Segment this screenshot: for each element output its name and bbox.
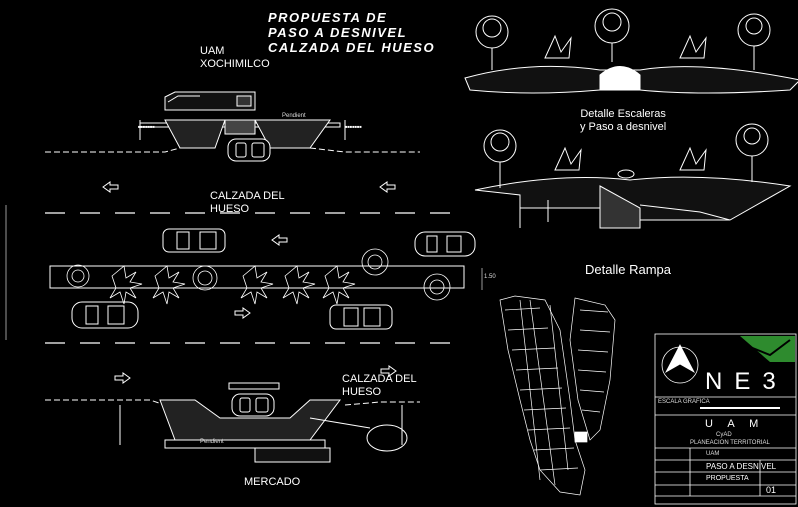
- label-calzada-bottom: CALZADA DEL HUESO: [342, 373, 417, 399]
- title-block-sheet: 01: [766, 485, 777, 495]
- title-block-project: PASO A DESNIVEL: [706, 462, 777, 471]
- label-mercado: MERCADO: [244, 476, 301, 488]
- median-strip: [5, 205, 483, 340]
- label-pendiente-bottom: Pendient: [200, 439, 224, 445]
- label-uam-xochimilco: UAM XOCHIMILCO: [200, 45, 270, 71]
- title-block-planeacion: PLANEACION TERRITORIAL: [690, 440, 770, 446]
- bottom-underpass-structure: [45, 382, 420, 463]
- title-line-1: PROPUESTA DE: [268, 10, 388, 25]
- car-road-2: [414, 231, 476, 257]
- label-xochimilco: XOCHIMILCO: [200, 58, 270, 70]
- label-calzada-top-line2: HUESO: [210, 203, 250, 215]
- label-detalle-escaleras: Detalle Escaleras y Paso a desnivel: [580, 108, 666, 134]
- title-line-3: CALZADA DEL HUESO: [268, 40, 436, 55]
- label-calzada-top-line1: CALZADA DEL: [210, 190, 285, 202]
- label-detalle-escaleras-line2: y Paso a desnivel: [580, 121, 667, 133]
- label-dimension: 1.50: [484, 274, 496, 280]
- svg-text:■■■■■■■: ■■■■■■■: [345, 125, 362, 130]
- green-corner-shape: [740, 336, 795, 362]
- label-pendiente-top: Pendient: [282, 113, 306, 119]
- title-block-escala: ESCALA GRAFICA: [658, 399, 710, 405]
- letter-n: N: [705, 368, 735, 395]
- title-line-2: PASO A DESNIVEL: [268, 25, 408, 40]
- label-uam: UAM: [200, 45, 225, 57]
- car-road-4: [329, 304, 393, 330]
- title-block-uam-small: UAM: [706, 451, 720, 457]
- traffic-arrows: [102, 181, 397, 384]
- drawing-title: PROPUESTA DE PASO A DESNIVEL CALZADA DEL…: [268, 10, 435, 55]
- car-bottom-tunnel: [231, 393, 275, 417]
- title-block-uam: U A M: [705, 418, 765, 430]
- title-block-propuesta: PROPUESTA: [706, 475, 749, 482]
- top-underpass-structure: ■■■■■■■ ■■■■■■■: [45, 91, 420, 153]
- svg-text:■■■■■■■: ■■■■■■■: [138, 125, 155, 130]
- label-detalle-rampa: Detalle Rampa: [585, 262, 671, 277]
- car-top-tunnel: [227, 138, 271, 162]
- detail-paso-desnivel: [464, 8, 798, 94]
- label-calzada-bottom-line2: HUESO: [342, 386, 382, 398]
- site-plan: [499, 295, 616, 496]
- label-calzada-bottom-line1: CALZADA DEL: [342, 373, 417, 385]
- title-block-cyad: CyAD: [716, 432, 732, 438]
- road-lane-markings: [45, 212, 450, 344]
- title-block-letters: NE3: [705, 368, 788, 396]
- letter-e: E: [734, 368, 763, 395]
- detail-rampa: [474, 123, 792, 229]
- car-road-1: [162, 228, 226, 253]
- letter-3: 3: [762, 368, 788, 395]
- label-calzada-top: CALZADA DEL HUESO: [210, 190, 285, 216]
- car-road-3: [71, 301, 139, 329]
- label-detalle-escaleras-line1: Detalle Escaleras: [580, 108, 666, 120]
- title-block-lines: [654, 333, 797, 505]
